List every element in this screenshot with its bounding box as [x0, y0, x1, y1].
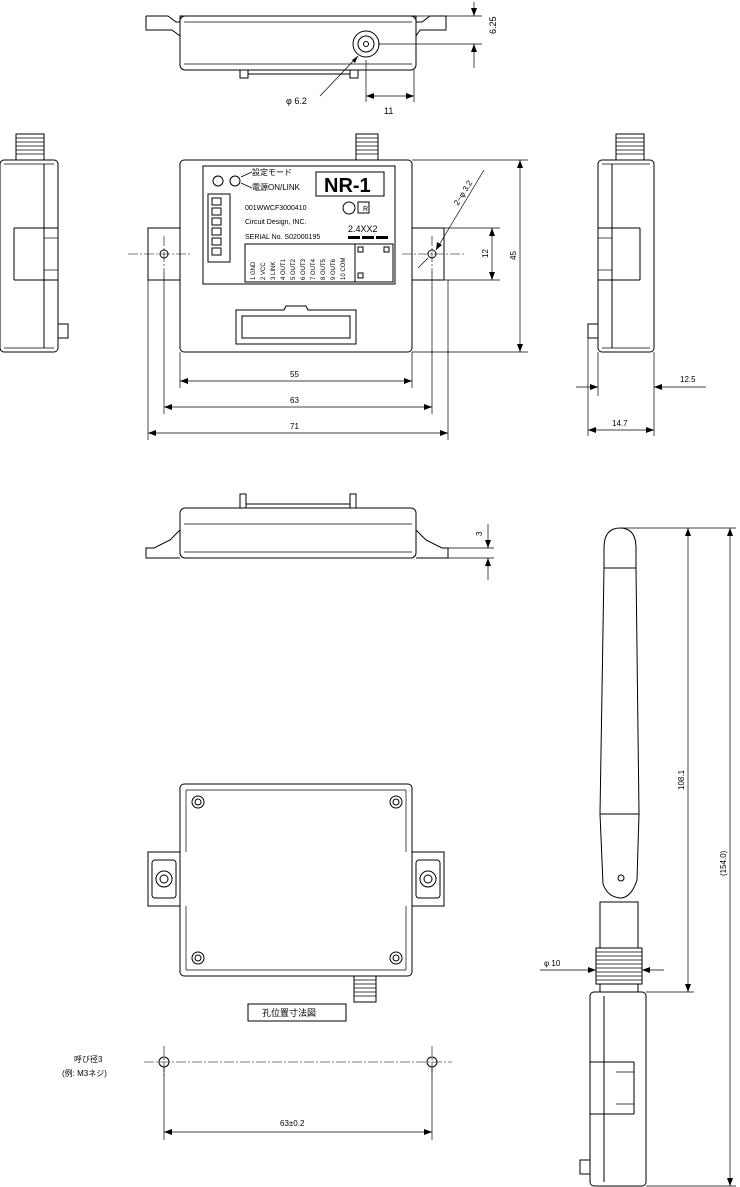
antenna-view [540, 527, 736, 1187]
label-part-no: 001WWCF3000410 [245, 205, 307, 212]
dim-phi-10: φ 10 [544, 959, 561, 968]
pin-label: 9 OUT6 [331, 258, 337, 280]
screw-note-1: 呼び径3 [74, 1054, 103, 1064]
dim-55: 55 [290, 370, 299, 379]
label-serial: SERIAL No. S02000195 [245, 234, 320, 241]
dim-12-5: 12.5 [680, 375, 696, 384]
label-company: Circuit Design, INC. [245, 219, 307, 226]
dim-3: 3 [475, 531, 484, 536]
pin-label: 6 OUT3 [301, 258, 307, 280]
pin-label: 8 OUT5 [321, 258, 327, 280]
dim-45: 45 [509, 251, 518, 260]
dim-6-25: 6.25 [488, 16, 498, 34]
pin-label: 2 VCC [261, 262, 267, 280]
bottom-view [147, 783, 445, 1022]
dim-phi-6-2: φ 6.2 [286, 96, 307, 106]
pin-label: 5 OUT2 [291, 258, 297, 280]
dim-11: 11 [384, 106, 393, 116]
label-r-mark: R [363, 206, 368, 213]
dim-63: 63 [290, 396, 299, 405]
front-view [128, 133, 528, 440]
left-side-view [0, 133, 69, 353]
pin-label: 1 GND [251, 261, 257, 280]
pin-label: 4 OUT1 [281, 258, 287, 280]
pin-label: 10 COM [341, 258, 347, 280]
dim-108-1: 108.1 [677, 769, 686, 790]
dim-12: 12 [481, 249, 490, 258]
hole-pattern [144, 1046, 452, 1140]
right-side-view [576, 133, 706, 436]
dip-switches [211, 197, 222, 256]
dim-71: 71 [290, 422, 299, 431]
side-elevation-view [145, 493, 494, 580]
screw-note-2: (例: M3ネジ) [62, 1068, 107, 1078]
dim-hole: 2−φ 3.2 [452, 178, 475, 207]
product-title: NR-1 [324, 175, 371, 197]
dim-63-tol: 63±0.2 [280, 1119, 305, 1128]
dim-14-7: 14.7 [612, 419, 628, 428]
label-band: 2.4XX2 [348, 224, 378, 234]
hole-caption: 孔位置寸法図 [262, 1007, 316, 1018]
pin-labels: 1 GND 2 VCC 3 LINK 4 OUT1 5 OUT2 6 OUT3 … [251, 258, 347, 280]
pin-label: 3 LINK [271, 262, 277, 280]
label-setting-mode: 設定モード [252, 167, 292, 177]
label-power-link: 電源ON/LINK [252, 183, 301, 192]
top-view [145, 2, 482, 102]
dim-154: (154.0) [719, 850, 728, 876]
pin-label: 7 OUT4 [311, 258, 317, 280]
